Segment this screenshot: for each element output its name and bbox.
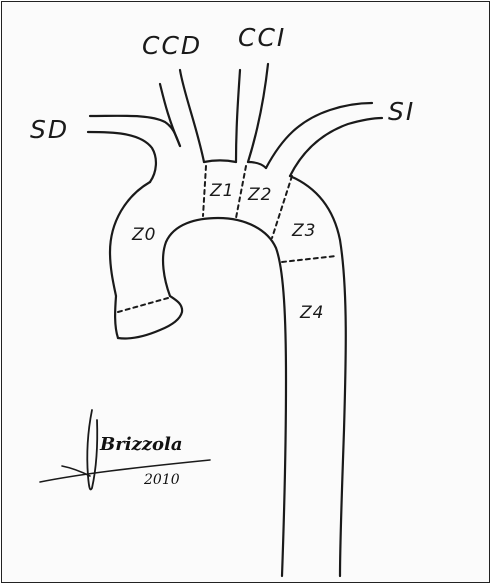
zone-label-z3: Z3 (291, 221, 316, 241)
ccd-vessel-left-wall (160, 84, 180, 146)
signature: Brizzola 2010 (40, 410, 210, 490)
label-cci: CCI (238, 23, 286, 52)
vessel-outlines (88, 64, 382, 576)
zone-label-z2: Z2 (247, 185, 272, 205)
cci-vessel-right-wall (248, 64, 268, 162)
z2-z3-boundary (272, 176, 292, 238)
z1-z2-boundary (236, 166, 246, 218)
vessel-labels: CCD CCI SD SI (30, 23, 415, 144)
label-si: SI (388, 97, 415, 126)
si-vessel-upper-wall (266, 103, 372, 168)
zone-label-z1: Z1 (209, 181, 234, 201)
arch-top-z2 (248, 162, 266, 168)
ascending-aorta-outer-wall (110, 182, 150, 338)
signature-name: Brizzola (99, 434, 183, 455)
signature-flourish (87, 410, 97, 490)
signature-underline (40, 460, 210, 482)
zone-labels: Z0 Z1 Z2 Z3 Z4 (131, 181, 324, 323)
signature-year: 2010 (143, 472, 180, 488)
label-ccd: CCD (142, 31, 202, 60)
arch-inner-wall (163, 218, 286, 576)
z0-root-boundary (118, 298, 168, 312)
signature-tick (62, 466, 90, 476)
si-vessel-lower-wall (290, 118, 382, 176)
z3-z4-boundary (282, 256, 336, 262)
arch-top-z1 (204, 161, 236, 163)
sd-vessel-lower-wall (88, 132, 156, 182)
z0-z1-boundary (203, 166, 206, 216)
sd-vessel-upper-wall (90, 116, 180, 146)
zone-label-z0: Z0 (131, 225, 156, 245)
label-sd: SD (30, 115, 69, 144)
cci-vessel-left-wall (236, 70, 240, 162)
zone-label-z4: Z4 (299, 303, 324, 323)
ccd-vessel-right-wall (180, 70, 204, 162)
